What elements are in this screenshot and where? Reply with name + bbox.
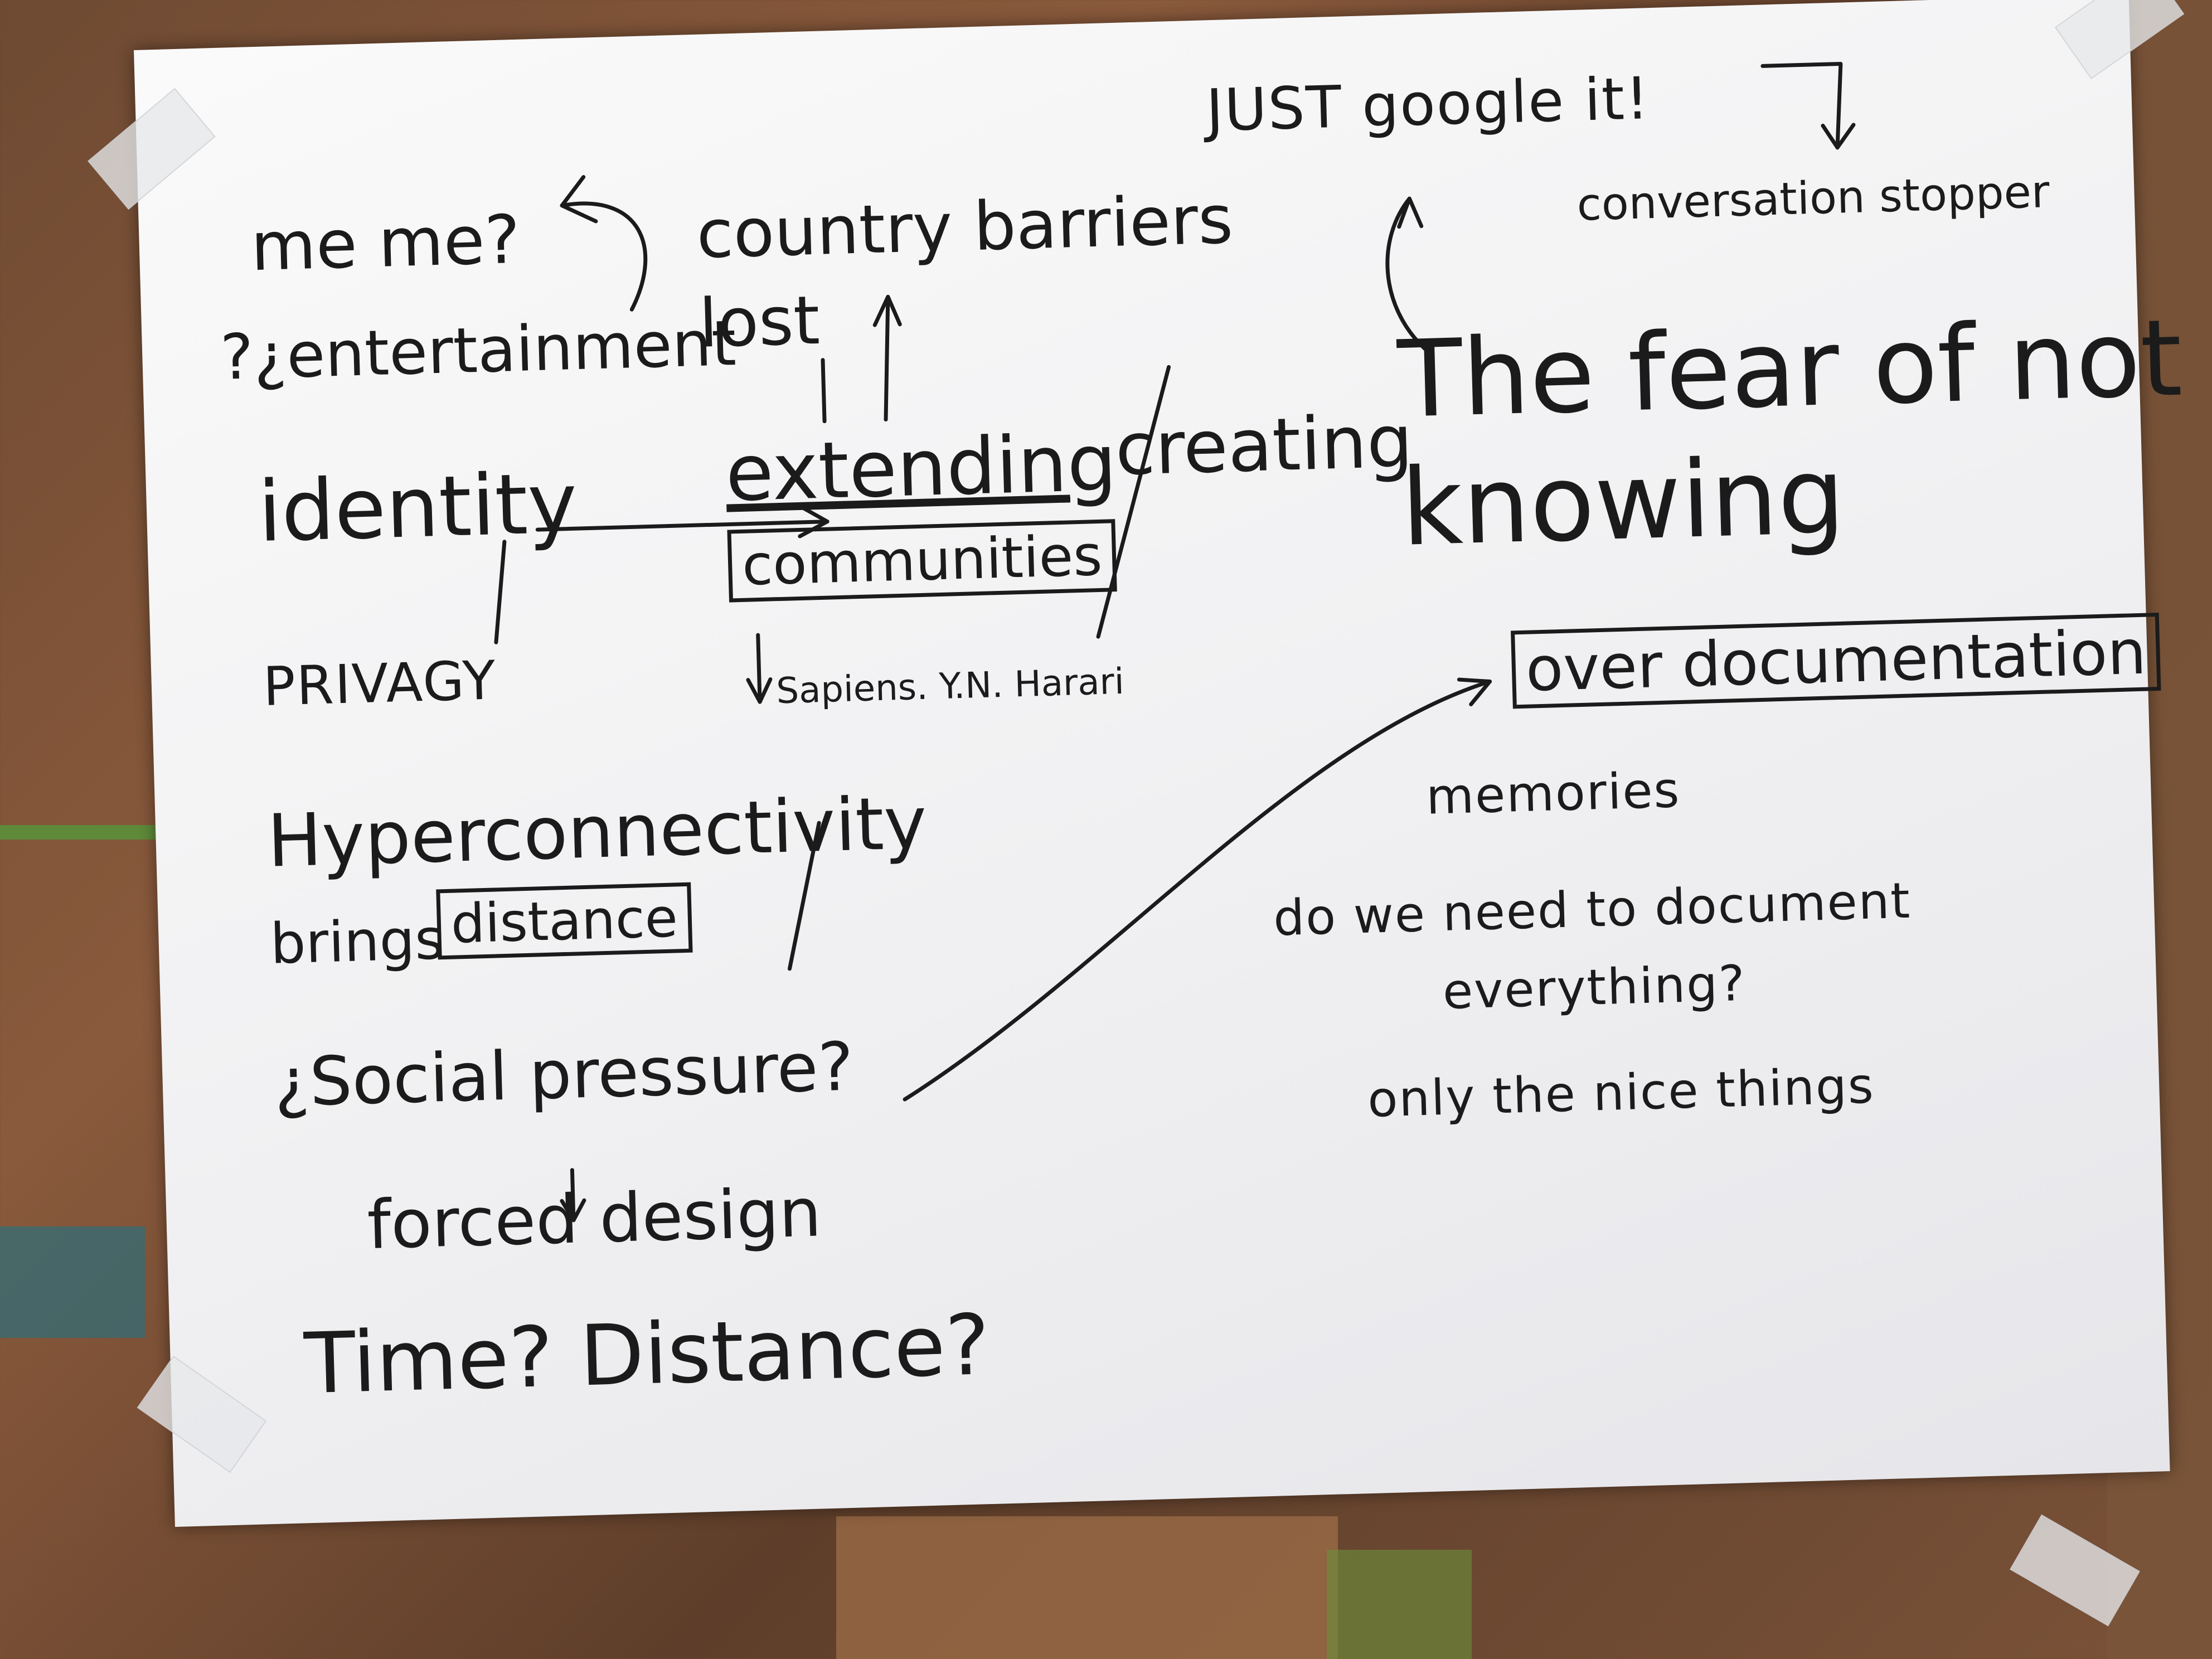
- word-conversation-stopper: conversation stopper: [1576, 166, 2050, 231]
- word-forced-design: forced design: [366, 1174, 823, 1265]
- word-fear-line1: The fear of not: [1396, 296, 2184, 442]
- arrow-forced-design: [570, 1168, 576, 1223]
- word-country-barriers: country barriers: [695, 181, 1234, 274]
- arrow-identity-extending: [535, 520, 830, 532]
- word-distance-boxed: distance: [436, 882, 693, 960]
- word-communities: communities: [727, 519, 1117, 603]
- word-hyperconnectivity: Hyperconnectivity: [266, 780, 928, 884]
- wall-stripe: [0, 825, 167, 840]
- word-memories: memories: [1425, 761, 1681, 826]
- arrow-google-stopper: [1760, 62, 1843, 150]
- word-me-me: me me?: [250, 201, 521, 287]
- wall-stripe: [836, 1516, 1338, 1659]
- word-just-google-it: JUST google it!: [1205, 64, 1651, 145]
- arrow-down-sapiens: [756, 633, 762, 704]
- word-only-nice: only the nice things: [1366, 1056, 1875, 1128]
- arrowhead: [560, 1198, 586, 1223]
- word-time-distance: Time? Distance?: [303, 1297, 991, 1413]
- word-social-pressure: ¿Social pressure?: [273, 1028, 855, 1122]
- word-brings: brings: [269, 906, 445, 977]
- wall-stripe: [0, 1226, 145, 1338]
- curve-arrow-entertainment: [560, 201, 648, 312]
- arrowhead: [1457, 677, 1492, 706]
- poster-sheet: me me? ?¿entertainment country barriers …: [134, 0, 2184, 1527]
- word-extending: extending: [724, 418, 1118, 520]
- arrowhead: [1821, 123, 1856, 150]
- arrowhead: [1397, 196, 1424, 229]
- line-barriers: [884, 294, 890, 422]
- wall-stripe: [1327, 1550, 1472, 1659]
- bracket-hyper: [787, 821, 821, 971]
- arrow-social-overdoc: [903, 680, 1492, 1102]
- curve-google-bracket: [1385, 196, 1427, 351]
- word-everything: everything?: [1442, 954, 1747, 1021]
- line-identity-tail: [494, 540, 507, 644]
- word-fear-line2: knowing: [1399, 434, 1847, 570]
- arrowhead: [797, 503, 830, 539]
- word-entertainment: ?¿entertainment: [219, 307, 738, 394]
- word-lost: lost: [698, 282, 821, 363]
- arrowhead: [560, 175, 598, 224]
- slash-divider: [1096, 365, 1171, 639]
- word-creating: creating: [1114, 399, 1414, 492]
- arrowhead: [872, 294, 902, 327]
- word-privacy: PRIVAGY: [262, 649, 498, 718]
- word-sapiens: Sapiens. Y.N. Harari: [775, 661, 1125, 712]
- connector-lines: [494, 62, 1856, 1223]
- arrowhead: [746, 677, 773, 704]
- line-lost: [821, 358, 827, 424]
- word-identity: identity: [256, 455, 579, 561]
